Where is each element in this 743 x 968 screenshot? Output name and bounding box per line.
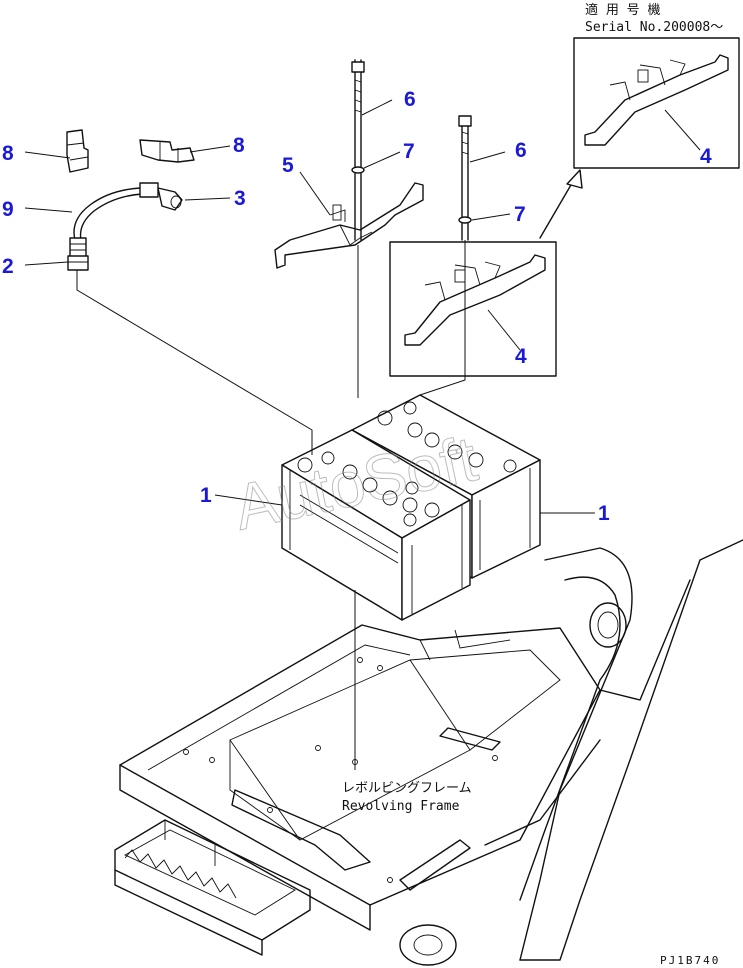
terminal-3 (157, 187, 183, 211)
bracket-4-serial (584, 54, 729, 146)
callout-3: 3 (234, 187, 246, 210)
callout-4-current: 4 (515, 345, 527, 368)
callout-4-serial: 4 (700, 145, 712, 168)
slot-plate (439, 727, 501, 751)
serial-note-number: Serial No.200008〜 (585, 20, 723, 35)
drawing-code: PJ1B740 (660, 954, 720, 967)
cable-sleeve (139, 182, 159, 198)
callout-7-left: 7 (403, 140, 415, 163)
callout-9: 9 (2, 198, 14, 221)
arrow-shaft (539, 177, 576, 239)
arrow-head (566, 169, 583, 189)
cap-8-left (66, 129, 89, 173)
revolving-frame (114, 539, 743, 966)
callout-1-front: 1 (200, 484, 212, 507)
callout-6-left: 6 (404, 88, 416, 111)
serial-note-title: 適 用 号 機 (585, 2, 660, 18)
callout-6-right: 6 (515, 139, 527, 162)
hold-down-bracket-5 (274, 182, 424, 269)
callout-8-right: 8 (233, 134, 245, 157)
washer-7-right (458, 216, 472, 224)
bolt-6-right (458, 115, 472, 241)
leader-lines (24, 99, 701, 770)
callout-2: 2 (2, 255, 14, 278)
bracket-4-frame (389, 241, 557, 377)
bracket-4 (404, 254, 546, 346)
callout-5: 5 (282, 154, 294, 177)
washer-7-left (351, 166, 365, 174)
battery-front (281, 429, 471, 621)
cap-8-right (139, 139, 195, 163)
frame-label-jp: レボルビングフレーム (342, 781, 472, 796)
cable-9 (73, 182, 159, 241)
callout-1-rear: 1 (598, 502, 610, 525)
serial-frame (573, 37, 740, 169)
frame-label-en: Revolving Frame (342, 799, 460, 814)
bolt-6-left (351, 59, 365, 241)
callouts: 1 1 2 3 4 4 5 6 6 7 7 8 8 9 (2, 88, 712, 525)
callout-7-right: 7 (514, 203, 526, 226)
terminal-2 (67, 237, 89, 271)
step (114, 819, 311, 956)
callout-8-left: 8 (2, 142, 14, 165)
